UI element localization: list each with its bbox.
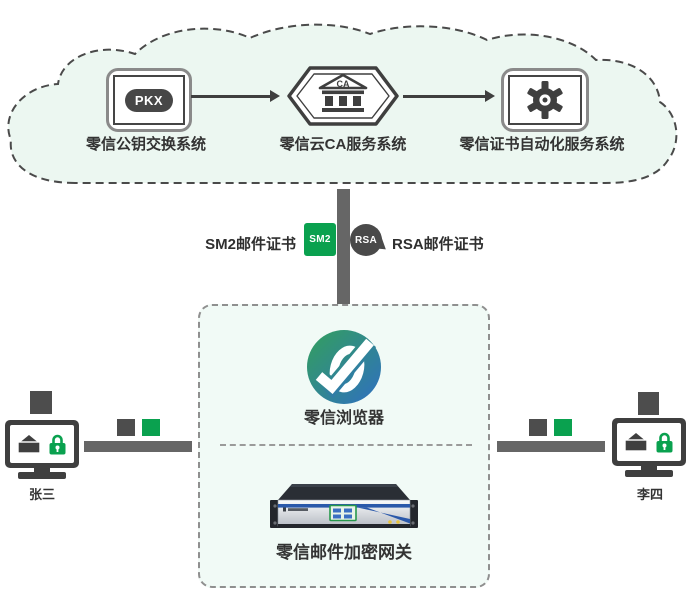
panel-divider <box>220 444 472 446</box>
pkx-system-node: PKX <box>106 68 192 132</box>
sm2-cert-icon: SM2 <box>304 223 336 256</box>
rsa-cert-icon: RSA <box>350 224 382 256</box>
lock-icon <box>656 432 673 452</box>
pkx-system-label: 零信公钥交换系统 <box>85 136 206 153</box>
left-green-square <box>142 419 160 436</box>
gear-icon <box>527 81 563 119</box>
lock-icon <box>49 434 66 454</box>
arrow-right-icon <box>191 90 280 102</box>
right-monitor-icon <box>612 418 686 466</box>
pkx-badge: PKX <box>124 88 174 112</box>
right-connector-bar <box>497 441 605 452</box>
left-monitor-icon <box>5 420 79 468</box>
right-user-name: 李四 <box>636 487 663 502</box>
browser-logo-icon <box>307 330 381 404</box>
right-monitor-base <box>625 470 673 477</box>
right-monitor-neck <box>641 466 657 473</box>
ca-system-label: 零信云CA服务系统 <box>279 136 407 153</box>
browser-label: 零信浏览器 <box>303 410 384 427</box>
arrow-right-icon <box>403 90 495 102</box>
sm2-cert-label: SM2邮件证书 <box>205 236 296 253</box>
mail-gateway-server-icon <box>270 484 418 528</box>
right-dark-square <box>529 419 547 436</box>
left-monitor-neck <box>34 468 50 475</box>
rsa-cert-label: RSA邮件证书 <box>392 236 484 253</box>
pkx-icon: PKX <box>113 75 185 125</box>
right-device-block <box>638 392 659 415</box>
left-user-name: 张三 <box>28 487 55 502</box>
ca-badge: CA <box>337 79 350 89</box>
left-connector-bar <box>84 441 192 452</box>
left-monitor-base <box>18 472 66 479</box>
gateway-label: 零信邮件加密网关 <box>276 543 412 562</box>
left-device-block <box>30 391 52 414</box>
bank-icon: CA <box>318 73 368 112</box>
left-dark-square <box>117 419 135 436</box>
envelope-icon <box>625 433 647 451</box>
ca-system-node: CA <box>287 66 399 126</box>
cloud-to-gateway-connector <box>337 189 350 305</box>
right-green-square <box>554 419 572 436</box>
envelope-icon <box>18 435 40 453</box>
automation-system-node <box>501 68 589 132</box>
automation-system-label: 零信证书自动化服务系统 <box>459 136 625 153</box>
